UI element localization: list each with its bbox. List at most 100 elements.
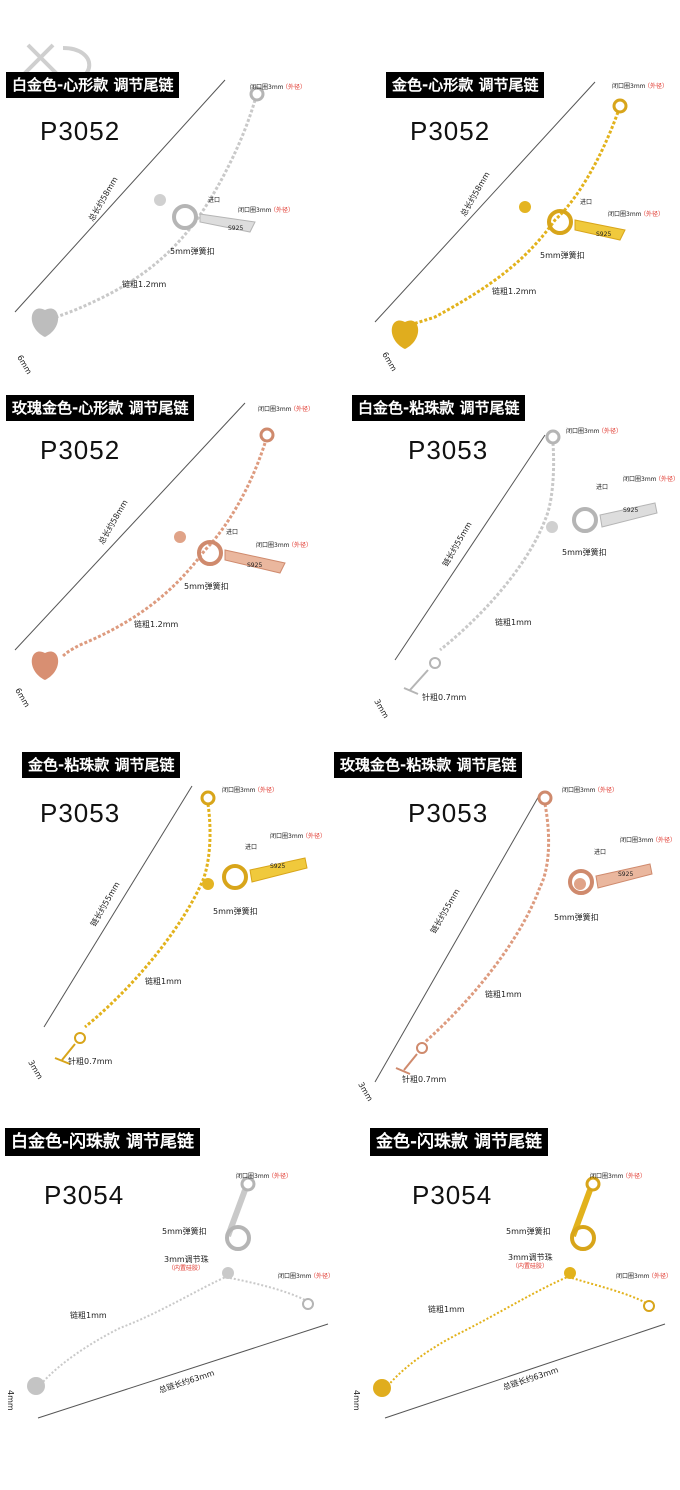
product-code: P3052 xyxy=(40,435,121,465)
svg-text:针粗0.7mm: 针粗0.7mm xyxy=(422,692,467,702)
svg-text:3mm: 3mm xyxy=(372,698,390,721)
heart-chain-illustration: 闭口圈3mm （外径） 进口 闭口圈3mm （外径） S925 5mm弹簧扣 链… xyxy=(14,79,306,376)
svg-text:6mm: 6mm xyxy=(15,354,33,377)
svg-text:5mm弹簧扣: 5mm弹簧扣 xyxy=(554,912,599,922)
product-code: P3052 xyxy=(40,116,121,146)
product-code: P3054 xyxy=(44,1180,125,1210)
product-panel-2: 金色-心形款 调节尾链 P3052 闭口圈3mm （外径） 进口 闭口圈3mm … xyxy=(340,72,680,434)
panel-title: 金色-心形款 调节尾链 xyxy=(386,72,545,98)
svg-text:3mm调节珠: 3mm调节珠 xyxy=(164,1254,209,1264)
product-panel-4: 白金色-粘珠款 调节尾链 P3053 闭口圈3mm （外径） 进口 闭口圈3mm… xyxy=(340,395,680,757)
svg-text:总链长约63mm: 总链长约63mm xyxy=(158,1367,216,1394)
svg-text:S925: S925 xyxy=(247,562,262,569)
product-panel-3: 玫瑰金色-心形款 调节尾链 P3052 闭口圈3mm （外径） 进口 闭口圈3m… xyxy=(0,395,340,757)
svg-text:3mm调节珠: 3mm调节珠 xyxy=(508,1252,553,1262)
heart-pendant-icon xyxy=(31,308,59,337)
svg-text:链粗1.2mm: 链粗1.2mm xyxy=(122,279,167,289)
svg-text:链粗1mm: 链粗1mm xyxy=(428,1304,465,1314)
svg-text:链粗1mm: 链粗1mm xyxy=(145,976,182,986)
svg-text:S925: S925 xyxy=(270,863,285,870)
svg-text:闭口圈3mm: 闭口圈3mm xyxy=(258,405,292,413)
svg-text:进口: 进口 xyxy=(594,848,606,856)
panel-title: 玫瑰金色-粘珠款 调节尾链 xyxy=(334,752,523,778)
panel-title: 白金色-闪珠款 调节尾链 xyxy=(5,1128,200,1156)
product-panel-6: 玫瑰金色-粘珠款 调节尾链 P3053 闭口圈3mm （外径） 进口 闭口圈3m… xyxy=(334,752,680,1114)
svg-text:链长约55mm: 链长约55mm xyxy=(440,520,474,568)
svg-text:5mm弹簧扣: 5mm弹簧扣 xyxy=(506,1226,551,1236)
svg-text:S925: S925 xyxy=(596,231,611,238)
product-panel-1: 白金色-心形款 调节尾链 P3052 闭口圈3mm （外径） 进口 闭口圈3mm… xyxy=(0,72,340,434)
svg-text:5mm弹簧扣: 5mm弹簧扣 xyxy=(562,547,607,557)
spring-clasp-icon xyxy=(172,204,198,230)
svg-text:闭口圈3mm: 闭口圈3mm xyxy=(590,1172,624,1180)
svg-text:（外径）: （外径） xyxy=(288,541,312,549)
svg-text:（外径）: （外径） xyxy=(640,210,664,218)
svg-text:3mm: 3mm xyxy=(356,1081,374,1104)
heart-chain-illustration: 闭口圈3mm （外径） 进口 闭口圈3mm （外径） S925 5mm弹簧扣 链… xyxy=(13,402,314,709)
product-panel-7: 白金色-闪珠款 调节尾链 P3054 闭口圈3mm （外径） 5mm弹簧扣 3m… xyxy=(0,1128,340,1490)
svg-text:（内置硅胶）: （内置硅胶） xyxy=(512,1262,548,1270)
product-code: P3053 xyxy=(408,435,489,465)
svg-text:闭口圈3mm: 闭口圈3mm xyxy=(620,836,654,844)
svg-text:闭口圈3mm: 闭口圈3mm xyxy=(222,786,256,794)
svg-text:链粗1.2mm: 链粗1.2mm xyxy=(134,619,179,629)
svg-text:S925: S925 xyxy=(618,871,633,878)
svg-text:链粗1mm: 链粗1mm xyxy=(495,617,532,627)
svg-text:4mm: 4mm xyxy=(352,1390,361,1411)
svg-text:（外径）: （外径） xyxy=(270,206,294,214)
svg-text:4mm: 4mm xyxy=(6,1390,15,1411)
svg-text:闭口圈3mm: 闭口圈3mm xyxy=(256,541,290,549)
close-ring-icon xyxy=(249,86,265,102)
svg-text:闭口圈3mm: 闭口圈3mm xyxy=(236,1172,270,1180)
svg-text:闭口圈3mm: 闭口圈3mm xyxy=(238,206,272,214)
svg-text:（外径）: （外径） xyxy=(598,427,622,435)
panel-title: 金色-闪珠款 调节尾链 xyxy=(370,1128,548,1156)
product-code: P3053 xyxy=(408,798,489,828)
svg-text:链长约55mm: 链长约55mm xyxy=(428,887,462,935)
svg-text:3mm: 3mm xyxy=(26,1059,44,1082)
svg-text:6mm: 6mm xyxy=(13,687,31,710)
svg-text:（外径）: （外径） xyxy=(290,405,314,413)
close-ring-label: 闭口圈3mm xyxy=(250,83,284,91)
svg-text:总长约58mm: 总长约58mm xyxy=(458,170,492,218)
svg-text:5mm弹簧扣: 5mm弹簧扣 xyxy=(170,246,215,256)
svg-text:（内置硅胶）: （内置硅胶） xyxy=(168,1264,204,1272)
svg-text:（外径）: （外径） xyxy=(655,475,679,483)
svg-text:（外径）: （外径） xyxy=(268,1172,292,1180)
product-panel-5: 金色-粘珠款 调节尾链 P3053 闭口圈3mm （外径） 进口 闭口圈3mm … xyxy=(0,752,340,1114)
svg-text:链长约55mm: 链长约55mm xyxy=(88,880,122,928)
svg-text:闭口圈3mm: 闭口圈3mm xyxy=(616,1272,650,1280)
svg-text:链粗1mm: 链粗1mm xyxy=(70,1310,107,1320)
svg-text:闭口圈3mm: 闭口圈3mm xyxy=(608,210,642,218)
product-code: P3054 xyxy=(412,1180,493,1210)
panel-title: 白金色-粘珠款 调节尾链 xyxy=(352,395,526,421)
pin-chain-illustration: 闭口圈3mm （外径） 进口 闭口圈3mm （外径） S925 5mm弹簧扣 链… xyxy=(356,786,676,1103)
svg-text:进口: 进口 xyxy=(245,843,257,851)
svg-text:闭口圈3mm: 闭口圈3mm xyxy=(562,786,596,794)
svg-text:S925: S925 xyxy=(228,225,243,232)
panel-title: 白金色-心形款 调节尾链 xyxy=(6,72,180,98)
product-panel-8: 金色-闪珠款 调节尾链 P3054 闭口圈3mm （外径） 5mm弹簧扣 3mm… xyxy=(340,1128,680,1490)
svg-text:总长约58mm: 总长约58mm xyxy=(96,498,130,546)
svg-text:链粗1.2mm: 链粗1.2mm xyxy=(492,286,537,296)
svg-text:（外径）: （外径） xyxy=(594,786,618,794)
svg-text:闭口圈3mm: 闭口圈3mm xyxy=(623,475,657,483)
svg-text:（外径）: （外径） xyxy=(644,82,668,90)
svg-text:闭口圈3mm: 闭口圈3mm xyxy=(278,1272,312,1280)
product-code: P3052 xyxy=(410,116,491,146)
svg-text:针粗0.7mm: 针粗0.7mm xyxy=(402,1074,447,1084)
svg-text:链粗1mm: 链粗1mm xyxy=(485,989,522,999)
panel-title: 玫瑰金色-心形款 调节尾链 xyxy=(6,395,195,421)
svg-text:进口: 进口 xyxy=(580,198,592,206)
svg-text:（外径）: （外径） xyxy=(282,83,306,91)
svg-text:进口: 进口 xyxy=(596,483,608,491)
product-code: P3053 xyxy=(40,798,121,828)
svg-text:（外径）: （外径） xyxy=(652,836,676,844)
svg-text:总长约58mm: 总长约58mm xyxy=(86,175,120,223)
pin-chain-illustration: 闭口圈3mm （外径） 进口 闭口圈3mm （外径） S925 5mm弹簧扣 链… xyxy=(372,427,679,720)
svg-text:5mm弹簧扣: 5mm弹簧扣 xyxy=(213,906,258,916)
panel-title: 金色-粘珠款 调节尾链 xyxy=(22,752,181,778)
svg-text:S925: S925 xyxy=(623,507,638,514)
flash-bead-chain-illustration: 闭口圈3mm （外径） 5mm弹簧扣 3mm调节珠 （内置硅胶） 闭口圈3mm … xyxy=(6,1172,334,1419)
svg-text:（外径）: （外径） xyxy=(254,786,278,794)
